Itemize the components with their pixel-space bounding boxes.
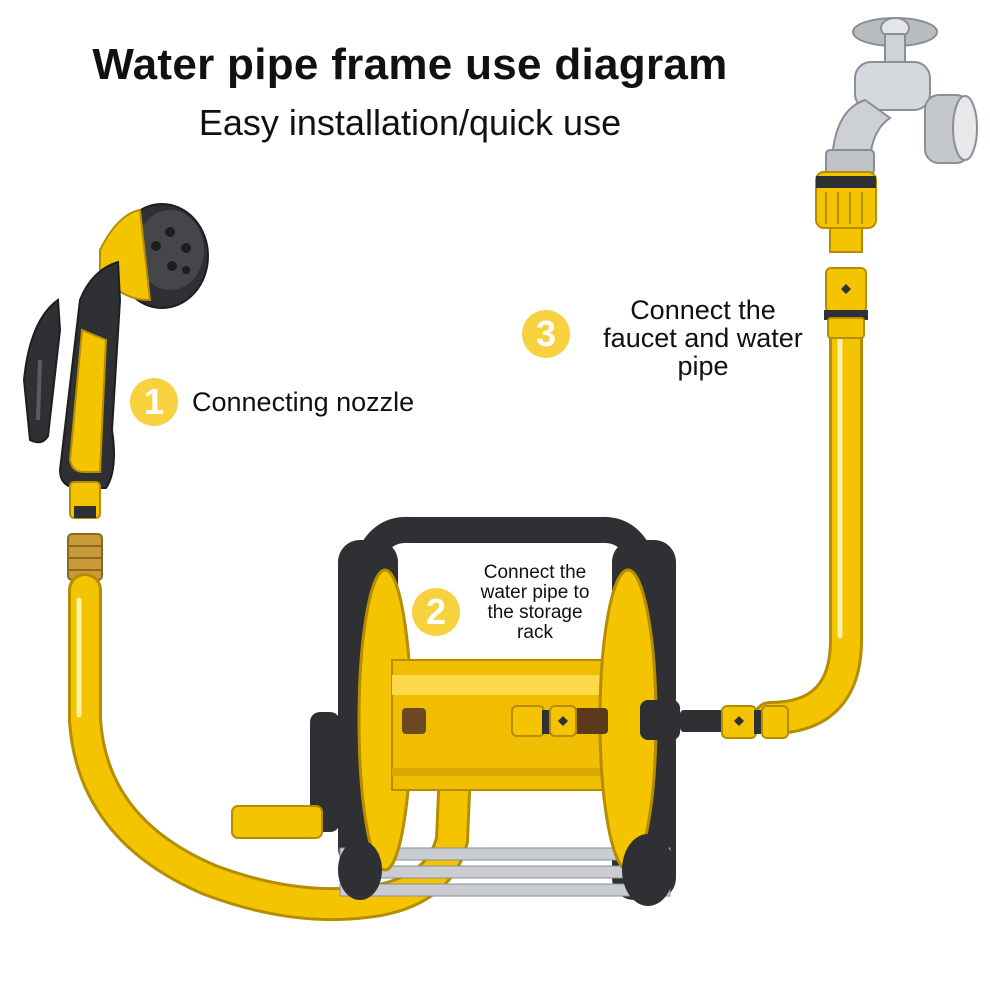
step-2-label-line: the storage: [487, 602, 583, 623]
step-3-label-line: faucet and water: [603, 323, 803, 353]
step-3-label-line: pipe: [677, 351, 729, 381]
diagram-title: Water pipe frame use diagram: [92, 40, 728, 89]
step-2-badge: 2: [412, 588, 460, 636]
step-2-label-line: rack: [517, 622, 553, 643]
hose-reel-cart-icon: [231, 516, 680, 906]
spray-nozzle-icon: [22, 203, 209, 519]
faucet-icon: [825, 17, 978, 175]
step-3-badge: 3: [522, 310, 570, 358]
right-hose: [753, 313, 863, 735]
quick-connector-icon: [824, 267, 868, 339]
step-2-label-line: Connect the: [483, 562, 587, 583]
diagram-subtitle: Easy installation/quick use: [198, 102, 622, 143]
step-3-label-line: Connect the: [630, 295, 776, 325]
step-2-label: Connect the water pipe to the storage ra…: [455, 563, 615, 643]
faucet-adapter-icon: [815, 171, 877, 253]
reel-inlet-connector-icon: [511, 705, 577, 737]
reel-outlet-connector-icon: [680, 705, 789, 739]
step-1-label: Connecting nozzle: [192, 387, 415, 417]
step-3-label: Connect the faucet and water pipe: [578, 296, 828, 380]
step-2-label-line: water pipe to: [480, 582, 590, 603]
step-1-badge: 1: [130, 378, 178, 426]
